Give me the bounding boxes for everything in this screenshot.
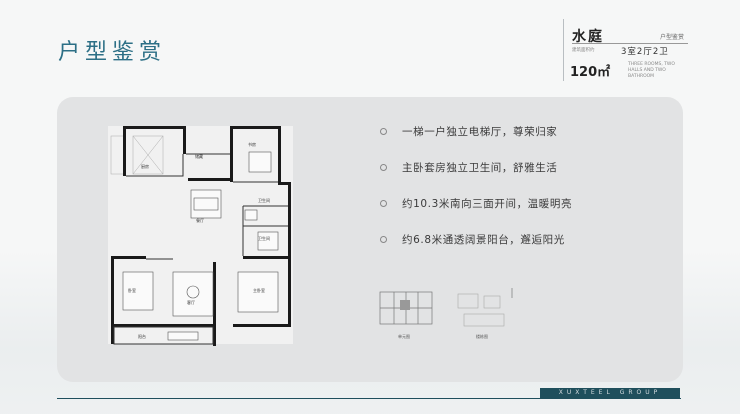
floorplan: 储藏 厨房 书房 餐厅 卫生间 卫生间 卧室 客厅 主卧室 阳台 (108, 126, 293, 346)
label-bath2: 卫生间 (258, 235, 270, 241)
walls (111, 126, 291, 346)
bullet-icon (380, 200, 387, 207)
project-rule (572, 43, 688, 44)
project-subtitle: 户型鉴赏 (660, 34, 685, 41)
inner-walls (113, 153, 288, 345)
label-living: 客厅 (187, 299, 195, 305)
kitchen-hatch (110, 135, 164, 175)
project-rooms: 3室2厅2卫 (621, 47, 669, 57)
label-storage: 储藏 (195, 153, 203, 159)
project-name: 水庭 (572, 29, 604, 45)
feature-text: 约6.8米通透阔景阳台，邂逅阳光 (402, 234, 565, 246)
feature-text: 主卧套房独立卫生间，舒雅生活 (402, 162, 558, 174)
feature-text: 一梯一户独立电梯厅，尊荣归家 (402, 126, 558, 138)
label-study: 书房 (248, 141, 256, 147)
site-plan-label: 楼栋图 (476, 333, 488, 339)
site-plan: 楼栋图 (457, 288, 513, 339)
feature-item: 约10.3米南向三面开间，温暖明亮 (380, 196, 572, 232)
label-dining: 餐厅 (196, 217, 204, 223)
project-area: 120㎡ (570, 65, 611, 80)
furniture (122, 151, 279, 341)
label-balcony: 阳台 (138, 333, 146, 339)
bullet-icon (380, 128, 387, 135)
unit-key-plan-label: 单元图 (398, 333, 410, 339)
project-description: THREE ROOMS, TWO HALLS AND TWO BATHROOM (628, 62, 675, 79)
bullet-icon (380, 236, 387, 243)
bottom-line (57, 398, 681, 399)
header-divider (563, 19, 564, 81)
label-master: 主卧室 (253, 287, 265, 293)
label-bath1: 卫生间 (258, 197, 270, 203)
feature-item: 主卧套房独立卫生间，舒雅生活 (380, 160, 572, 196)
bullet-icon (380, 164, 387, 171)
page-title: 户型鉴赏 (58, 40, 167, 65)
label-bedroom: 卧室 (128, 287, 136, 293)
footer-brand: XUXTEEL GROUP (540, 388, 680, 398)
feature-list: 一梯一户独立电梯厅，尊荣归家 主卧套房独立卫生间，舒雅生活 约10.3米南向三面… (380, 124, 572, 268)
feature-item: 一梯一户独立电梯厅，尊荣归家 (380, 124, 572, 160)
project-tiny-label: 建筑面积约 (572, 48, 595, 53)
feature-text: 约10.3米南向三面开间，温暖明亮 (402, 198, 573, 210)
label-kitchen: 厨房 (141, 163, 149, 169)
unit-key-plan: 单元图 (379, 291, 433, 339)
feature-item: 约6.8米通透阔景阳台，邂逅阳光 (380, 232, 572, 268)
